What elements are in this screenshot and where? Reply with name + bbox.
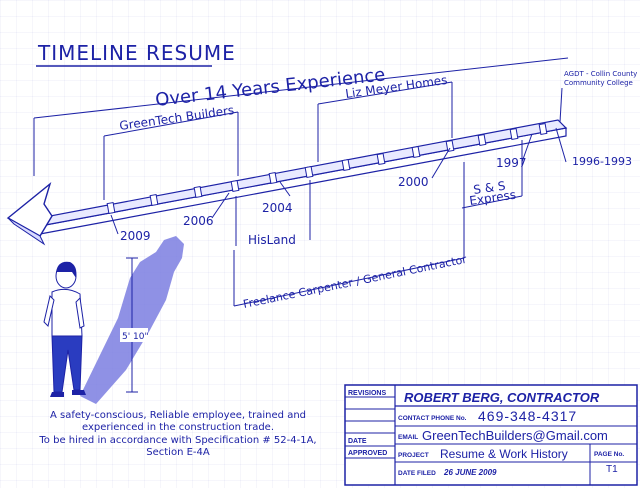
employer-sns-line1: S & S	[472, 179, 506, 197]
project-label: PROJECT	[398, 452, 429, 459]
project-value: Resume & Work History	[440, 447, 568, 461]
employer-agdt-line1: AGDT - Collin County	[564, 70, 637, 78]
page-title: TIMELINE RESUME	[37, 41, 236, 65]
timeline-pegs	[106, 122, 548, 215]
experience-bracket-line	[33, 57, 569, 119]
employer-freelance: Freelance Carpenter / General Contractor	[242, 253, 468, 311]
timeline-arrow-head	[6, 182, 53, 237]
timeline-beam-top	[38, 119, 568, 227]
approved-label: APPROVED	[348, 450, 387, 457]
phone-label: CONTACT PHONE No.	[398, 415, 467, 422]
height-label: 5' 10"	[122, 332, 149, 342]
year-2004: 2004	[262, 201, 293, 215]
date-filed-value: 26 JUNE 2009	[443, 468, 497, 477]
year-2006: 2006	[183, 214, 214, 228]
contractor-name: ROBERT BERG, CONTRACTOR	[404, 390, 600, 405]
title-block: REVISIONS DATE APPROVED ROBERT BERG, CON…	[344, 384, 638, 486]
person-figure	[43, 261, 86, 397]
year-2000: 2000	[398, 175, 429, 189]
page-value: T1	[606, 464, 618, 475]
description-line-1: A safety-conscious, Reliable employee, t…	[50, 410, 306, 421]
description-line-2: experienced in the construction trade.	[82, 422, 274, 433]
year-2009: 2009	[120, 229, 151, 243]
date-label: DATE	[348, 438, 367, 445]
year-1997: 1997	[496, 156, 527, 170]
description-line-3: To be hired in accordance with Specifica…	[38, 435, 316, 446]
employer-sns-line2: Express	[468, 188, 516, 208]
revisions-label: REVISIONS	[348, 390, 386, 397]
description-line-4: Section E-4A	[146, 447, 210, 458]
timeline-arrow-head-side	[7, 217, 46, 246]
phone-value: 469-348-4317	[478, 408, 577, 424]
employer-agdt-line2: Community College	[564, 79, 633, 87]
employer-hisland: HisLand	[248, 233, 296, 247]
email-label: EMAIL	[398, 434, 418, 441]
page-label: PAGE No.	[594, 451, 624, 458]
year-1996-1993: 1996-1993	[572, 155, 632, 168]
date-filed-label: DATE FILED	[398, 470, 436, 477]
year-leaders	[110, 127, 567, 235]
email-value: GreenTechBuilders@Gmail.com	[422, 428, 608, 443]
